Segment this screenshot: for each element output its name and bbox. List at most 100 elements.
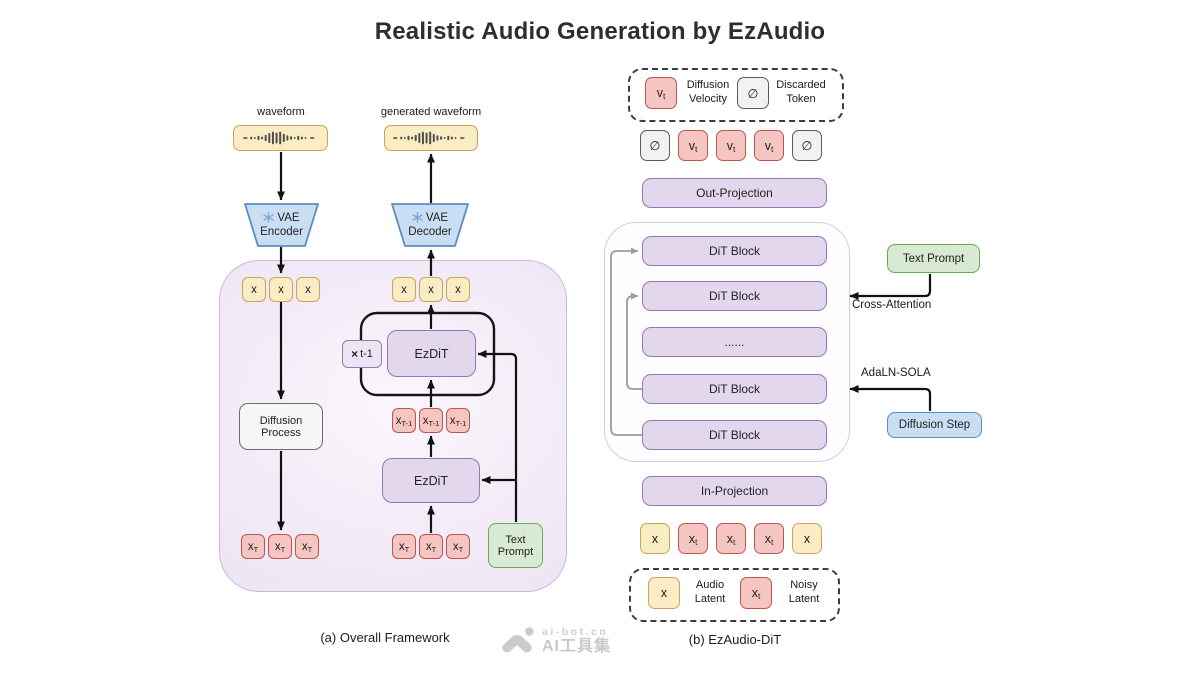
ezdit-label: EzDiT [413, 473, 449, 488]
token-sub: T [431, 545, 437, 554]
loop-count-box: × t-1 [342, 340, 382, 368]
audio-latent-token: x [648, 577, 680, 609]
watermark-name: AI工具集 [542, 638, 612, 656]
times-icon: × [351, 347, 359, 361]
discarded-legend-label: Discarded Token [776, 79, 826, 105]
in-projection-block: In-Projection [642, 476, 827, 506]
token-base: x [726, 531, 733, 546]
token-base: x [425, 540, 432, 553]
token-base: x [751, 586, 758, 600]
diffusion-step-box: Diffusion Step [887, 412, 982, 438]
token-sub: T [253, 545, 259, 554]
dit-block-4: DiT Block [642, 374, 827, 404]
waveform-label: waveform [257, 106, 305, 118]
token-base: x [651, 531, 659, 546]
audio-latent-token: x [419, 277, 443, 302]
out-projection-block: Out-Projection [642, 178, 827, 208]
token-sub: t [732, 143, 736, 154]
text-prompt-box: Text Prompt [488, 523, 543, 568]
audio-latent-token: x [269, 277, 293, 302]
audio-latent-token: x [242, 277, 266, 302]
audio-latent-token: x [446, 277, 470, 302]
waveform-icon [393, 131, 465, 145]
audio-latent-token: x [296, 277, 320, 302]
token-base: ∅ [649, 139, 661, 153]
token-base: x [398, 540, 405, 553]
token-base: x [422, 414, 429, 427]
diffusion-process-box: Diffusion Process [239, 403, 323, 450]
token-sub: T-1 [401, 419, 413, 428]
text-prompt-box: Text Prompt [887, 244, 980, 273]
token-sub: t [694, 143, 698, 154]
token-base: x [452, 540, 459, 553]
generated-waveform-box [384, 125, 478, 151]
generated-waveform-label: generated waveform [380, 106, 482, 118]
vae-decoder: VAE Decoder [392, 206, 468, 244]
panel-a-caption: (a) Overall Framework [320, 630, 450, 645]
watermark-logo-icon [502, 627, 534, 653]
ezdit-block-top: EzDiT [387, 330, 476, 377]
cross-attention-label: Cross-Attention [852, 299, 932, 311]
token-sub: t [757, 591, 761, 601]
loop-count-label: t-1 [360, 348, 373, 360]
panel-b-caption: (b) EzAudio-DiT [688, 632, 782, 647]
velocity-legend-label: Diffusion Velocity [686, 79, 730, 105]
token-base: x [428, 283, 434, 296]
in-projection-label: In-Projection [700, 484, 769, 498]
audio-latent-token: x [640, 523, 670, 554]
token-base: ∅ [747, 86, 759, 101]
arrow-cross-attention [849, 274, 932, 300]
audio-latent-token: x [792, 523, 822, 554]
token-base: x [660, 586, 668, 600]
token-base: v [764, 138, 771, 153]
flow-arrows-panel-b [849, 274, 932, 411]
token-base: v [726, 138, 733, 153]
snowflake-icon [263, 212, 275, 224]
token-sub: t [770, 143, 774, 154]
watermark-site: ai-bot.cn [542, 625, 609, 638]
dit-block-label: DiT Block [708, 428, 761, 442]
token-base: x [247, 540, 254, 553]
dit-block-label: DiT Block [708, 289, 761, 303]
discarded-token: ∅ [792, 130, 822, 161]
token-base: x [401, 283, 407, 296]
token-base: ∅ [801, 139, 813, 153]
token-sub: T [404, 545, 410, 554]
discarded-token: ∅ [737, 77, 769, 109]
token-base: v [688, 138, 695, 153]
dit-block-5: DiT Block [642, 420, 827, 450]
watermark: ai-bot.cn AI工具集 [500, 618, 660, 664]
dit-block-1: DiT Block [642, 236, 827, 266]
audio-latent-token: x [392, 277, 416, 302]
vae-decoder-name: VAE [425, 211, 449, 224]
token-sub: T [458, 545, 464, 554]
dit-block-label: DiT Block [708, 382, 761, 396]
noisy-latent-legend-label: Noisy Latent [788, 579, 820, 605]
token-base: x [764, 531, 771, 546]
token-sub: t [694, 536, 698, 547]
arrow-adaln [849, 385, 932, 411]
vae-encoder-name: VAE [277, 211, 300, 224]
token-sub: T-1 [428, 419, 440, 428]
token-base: x [251, 283, 257, 296]
vae-encoder: VAE Encoder [245, 206, 318, 244]
dit-block-ellipsis: ...... [642, 327, 827, 357]
waveform-icon [242, 131, 314, 145]
vae-encoder-role: Encoder [260, 226, 303, 238]
dit-block-2: DiT Block [642, 281, 827, 311]
